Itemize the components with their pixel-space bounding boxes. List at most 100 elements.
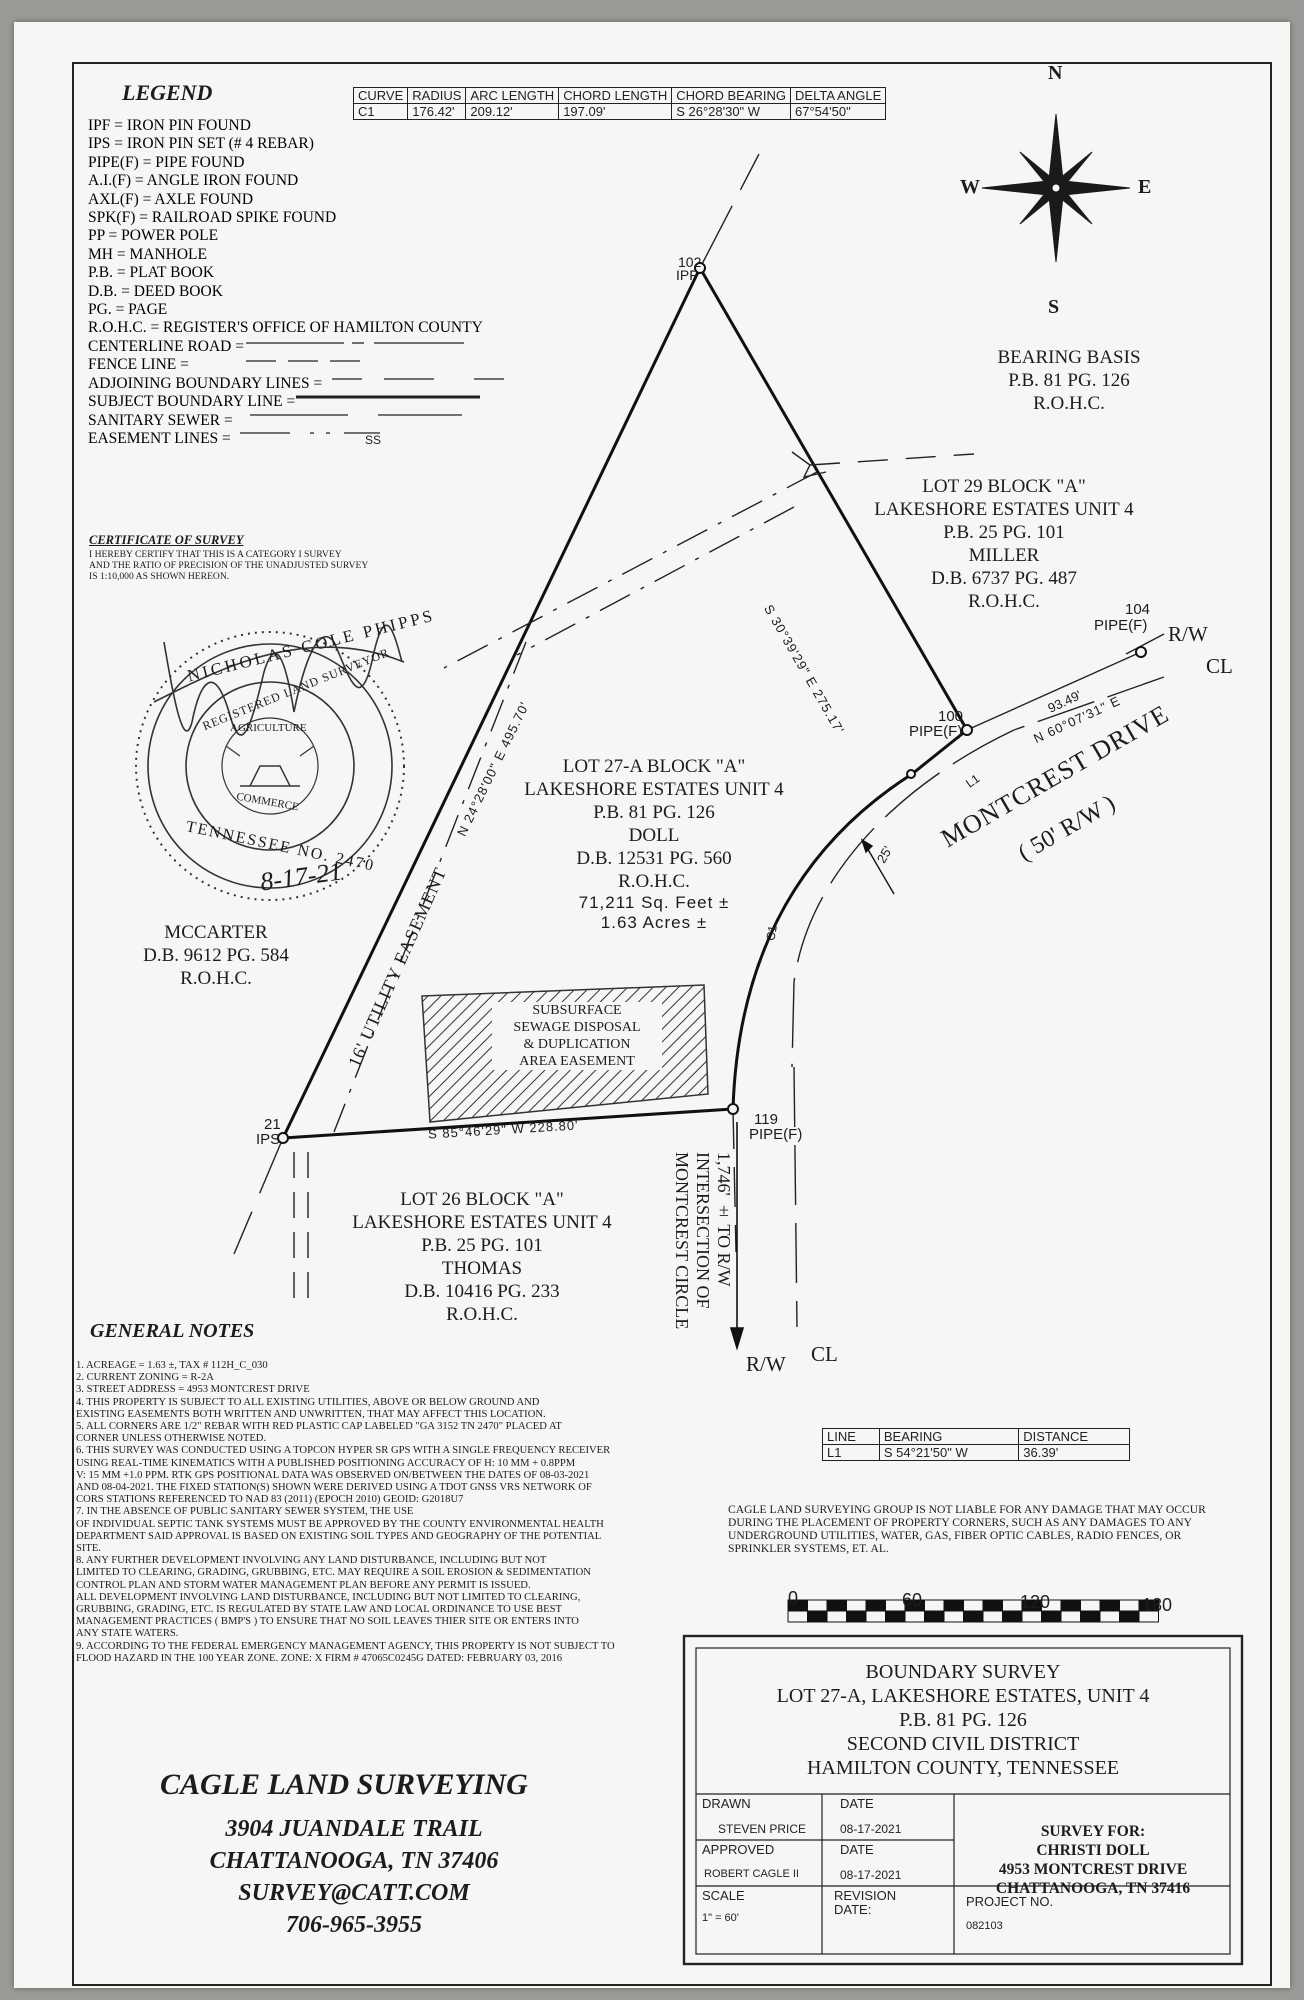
curve-c1-label: C1 <box>763 924 780 942</box>
scale-segment <box>826 1610 847 1623</box>
lot26-line-1: LAKESHORE ESTATES UNIT 4 <box>352 1212 612 1233</box>
rw-label-east: R/W <box>1168 622 1208 646</box>
survey-for-line-1: CHRISTI DOLL <box>1036 1842 1150 1859</box>
survey-for-line-3: CHATTANOOGA, TN 37416 <box>995 1880 1191 1897</box>
title-block-line-4: HAMILTON COUNTY, TENNESSEE <box>806 1757 1120 1779</box>
legend-item-0: IPF = IRON PIN FOUND <box>88 117 251 134</box>
legend-item-10: PG. = PAGE <box>88 301 168 319</box>
point-102-type: IPF <box>676 267 698 283</box>
revision-date: DATE: <box>834 1902 872 1917</box>
liability-line-2: UNDERGROUND UTILITIES, WATER, GAS, FIBER… <box>728 1529 1182 1542</box>
general-note-24: FLOOD HAZARD IN THE 100 YEAR ZONE. ZONE:… <box>76 1652 563 1664</box>
septic-easement-label: SUBSURFACE SEWAGE DISPOSAL & DUPLICATION AR… <box>492 1002 662 1070</box>
scale-segment <box>1138 1610 1159 1623</box>
lot29-line-3: MILLER <box>968 545 1040 566</box>
legend-item-9: D.B. = DEED BOOK <box>88 282 223 300</box>
scale-segment <box>1099 1599 1120 1612</box>
liability-note: CAGLE LAND SURVEYING GROUP IS NOT LIABLE… <box>728 1503 1206 1555</box>
scale-label-60: 60 <box>902 1590 923 1610</box>
general-note-2: 3. STREET ADDRESS = 4953 MONTCREST DRIVE <box>76 1384 310 1396</box>
lot26-line-0: LOT 26 BLOCK "A" <box>400 1189 564 1210</box>
general-note-21: MANAGEMENT PRACTICES ( BMP'S ) TO ENSURE… <box>76 1616 579 1628</box>
scale-segment <box>807 1610 828 1623</box>
lot29-line-5: R.O.H.C. <box>968 591 1040 612</box>
lot27-line-2: P.B. 81 PG. 126 <box>593 802 715 823</box>
firm-name: CAGLE LAND SURVEYING <box>160 1768 528 1801</box>
legend-item-5: SPK(F) = RAILROAD SPIKE FOUND <box>88 209 337 227</box>
scale-segment <box>943 1599 964 1612</box>
general-note-3: 4. THIS PROPERTY IS SUBJECT TO ALL EXIST… <box>76 1396 540 1408</box>
revision-label: REVISION <box>834 1888 897 1903</box>
compass-e: E <box>1138 176 1152 198</box>
curve-cell-3: 197.09' <box>558 103 673 120</box>
lot29-line-4: D.B. 6737 PG. 487 <box>931 568 1077 589</box>
point-21-label: 21 <box>264 1116 281 1133</box>
general-note-23: 9. ACCORDING TO THE FEDERAL EMERGENCY MA… <box>76 1640 615 1652</box>
scale-segment <box>963 1610 984 1623</box>
legend-title: LEGEND <box>122 80 213 105</box>
liability-line-0: CAGLE LAND SURVEYING GROUP IS NOT LIABLE… <box>728 1503 1206 1516</box>
subject-lot-label: LOT 27-A BLOCK "A"LAKESHORE ESTATES UNIT… <box>504 755 804 893</box>
scale-bar <box>787 1599 1159 1623</box>
date-value-2: 08-17-2021 <box>840 1868 902 1882</box>
scale-label-120: 120 <box>1020 1592 1051 1612</box>
title-block-line-0: BOUNDARY SURVEY <box>865 1661 1061 1683</box>
lot27-line-1: LAKESHORE ESTATES UNIT 4 <box>524 779 784 800</box>
general-note-11: CORS STATIONS REFERENCED TO NAD 83 (2011… <box>76 1494 464 1506</box>
general-note-16: 8. ANY FURTHER DEVELOPMENT INVOLVING ANY… <box>76 1555 547 1567</box>
scale-segment <box>982 1599 1003 1612</box>
legend-item-2: PIPE(F) = PIPE FOUND <box>88 153 245 171</box>
certificate-text: I HEREBY CERTIFY THAT THIS IS A CATEGORY… <box>89 549 368 582</box>
general-note-9: V: 15 MM +1.0 PPM. RTK GPS POSITIONAL DA… <box>76 1469 590 1481</box>
survey-for-line-0: SURVEY FOR: <box>1040 1823 1146 1840</box>
septic-line-3: AREA EASEMENT <box>519 1054 635 1069</box>
approved-label: APPROVED <box>702 1842 775 1857</box>
compass-w: W <box>960 176 980 198</box>
scale-segment <box>1119 1610 1140 1623</box>
certificate-line-2: IS 1:10,000 AS SHOWN HEREON. <box>89 571 230 582</box>
lot26-line-4: D.B. 10416 PG. 233 <box>404 1281 560 1302</box>
scale-segment <box>963 1599 984 1612</box>
septic-line-1: SEWAGE DISPOSAL <box>513 1020 641 1035</box>
certificate-line-1: AND THE RATIO OF PRECISION OF THE UNADJU… <box>89 560 369 571</box>
scale-label: SCALE <box>702 1888 745 1903</box>
scale-segment <box>1060 1599 1081 1612</box>
legend-item-7: MH = MANHOLE <box>88 245 207 263</box>
legend-item-17: EASEMENT LINES = <box>88 429 231 447</box>
scale-segment <box>865 1599 886 1612</box>
scale-segment <box>885 1610 906 1623</box>
scale-segment <box>924 1599 945 1612</box>
lot27-line-0: LOT 27-A BLOCK "A" <box>562 756 746 777</box>
surveyor-signature <box>153 624 405 736</box>
septic-line-2: & DUPLICATION <box>523 1037 631 1052</box>
general-note-4: EXISTING EASEMENTS BOTH WRITTEN AND UNWR… <box>76 1408 546 1420</box>
scale-segment <box>1119 1599 1140 1612</box>
lot29-line-0: LOT 29 BLOCK "A" <box>922 476 1086 497</box>
line-header-1: BEARING <box>878 1428 1020 1445</box>
line-cell-0: L1 <box>822 1444 880 1461</box>
scale-label-0: 0 <box>788 1588 799 1608</box>
point-104-label: 104 <box>1125 601 1151 618</box>
legend-item-15: SUBJECT BOUNDARY LINE = <box>88 393 296 411</box>
general-note-7: 6. THIS SURVEY WAS CONDUCTED USING A TOP… <box>76 1445 611 1457</box>
point-119-label: 119 <box>754 1111 778 1128</box>
lot-area-line-1: 1.63 Acres ± <box>600 913 708 932</box>
legend-item-8: P.B. = PLAT BOOK <box>88 264 215 282</box>
general-notes-title: GENERAL NOTES <box>90 1320 255 1342</box>
septic-line-0: SUBSURFACE <box>532 1003 622 1018</box>
point-104-type: PIPE(F) <box>1094 617 1148 634</box>
scale-segment <box>846 1599 867 1612</box>
general-note-18: CONTROL PLAN AND STORM WATER MANAGEMENT … <box>76 1579 531 1591</box>
point-102-label: 102 <box>678 254 702 270</box>
general-note-12: 7. IN THE ABSENCE OF PUBLIC SANITARY SEW… <box>76 1506 414 1518</box>
line-header-2: DISTANCE <box>1018 1428 1130 1445</box>
